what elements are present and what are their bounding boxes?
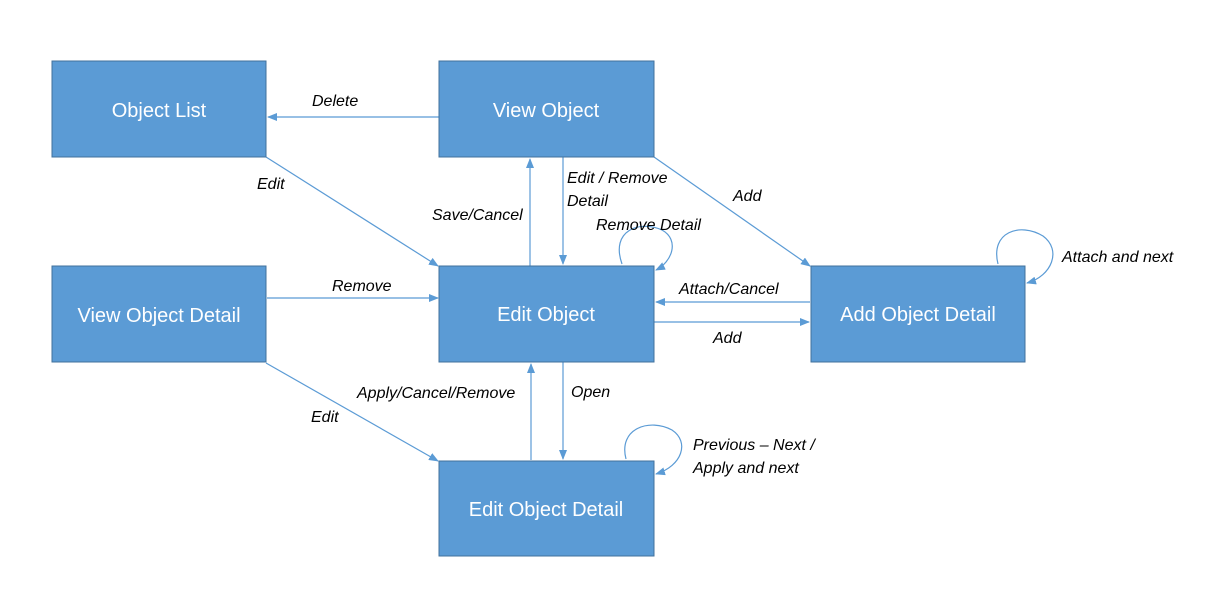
label-open: Open [571,384,610,401]
nodes: Object List View Object View Object Deta… [51,60,1026,557]
node-add-object-detail-label: Add Object Detail [840,304,996,326]
label-previous-next-1: Previous – Next / [693,437,816,454]
label-remove-detail-loop: Remove Detail [596,217,701,234]
edge-previous-next-loop [624,424,683,476]
label-add-from-view: Add [732,188,763,205]
node-object-list[interactable]: Object List [51,60,267,158]
label-apply-cancel-remove: Apply/Cancel/Remove [356,385,515,402]
node-add-object-detail-box [810,265,1026,363]
label-edit-remove-detail-1: Edit / Remove [567,170,668,187]
node-edit-object-detail-label: Edit Object Detail [469,499,624,521]
edges [265,113,1054,476]
label-edit-remove-detail-2: Detail [567,193,608,210]
edge-edit-from-list [265,156,439,267]
node-object-list-box [51,60,267,158]
label-attach-cancel: Attach/Cancel [678,281,779,298]
label-add-from-edit: Add [712,330,743,347]
node-view-object[interactable]: View Object [438,60,655,158]
label-previous-next-2: Apply and next [692,460,799,477]
node-view-object-detail-box [51,265,267,363]
label-attach-and-next: Attach and next [1061,249,1174,266]
node-edit-object-detail[interactable]: Edit Object Detail [438,460,655,557]
label-delete: Delete [312,93,358,110]
label-remove: Remove [332,278,392,295]
edge-remove-detail-loop [618,225,673,271]
node-object-list-label: Object List [112,100,207,122]
node-edit-object[interactable]: Edit Object [438,265,655,363]
node-add-object-detail[interactable]: Add Object Detail [810,265,1026,363]
node-view-object-detail-label: View Object Detail [77,305,240,327]
label-save-cancel: Save/Cancel [432,207,523,224]
edge-attach-and-next-loop [996,229,1054,285]
node-view-object-label: View Object [493,100,600,122]
label-edit-from-list: Edit [257,176,285,193]
node-edit-object-box [438,265,655,363]
node-view-object-detail[interactable]: View Object Detail [51,265,267,363]
label-edit-from-view-detail: Edit [311,409,339,426]
edge-add-from-view [653,156,811,267]
node-edit-object-detail-box [438,460,655,557]
edge-labels: Delete Edit Save/Cancel Edit / Remove De… [257,93,1174,477]
node-view-object-box [438,60,655,158]
node-edit-object-label: Edit Object [497,304,595,326]
edge-edit-from-view-detail [265,362,439,462]
